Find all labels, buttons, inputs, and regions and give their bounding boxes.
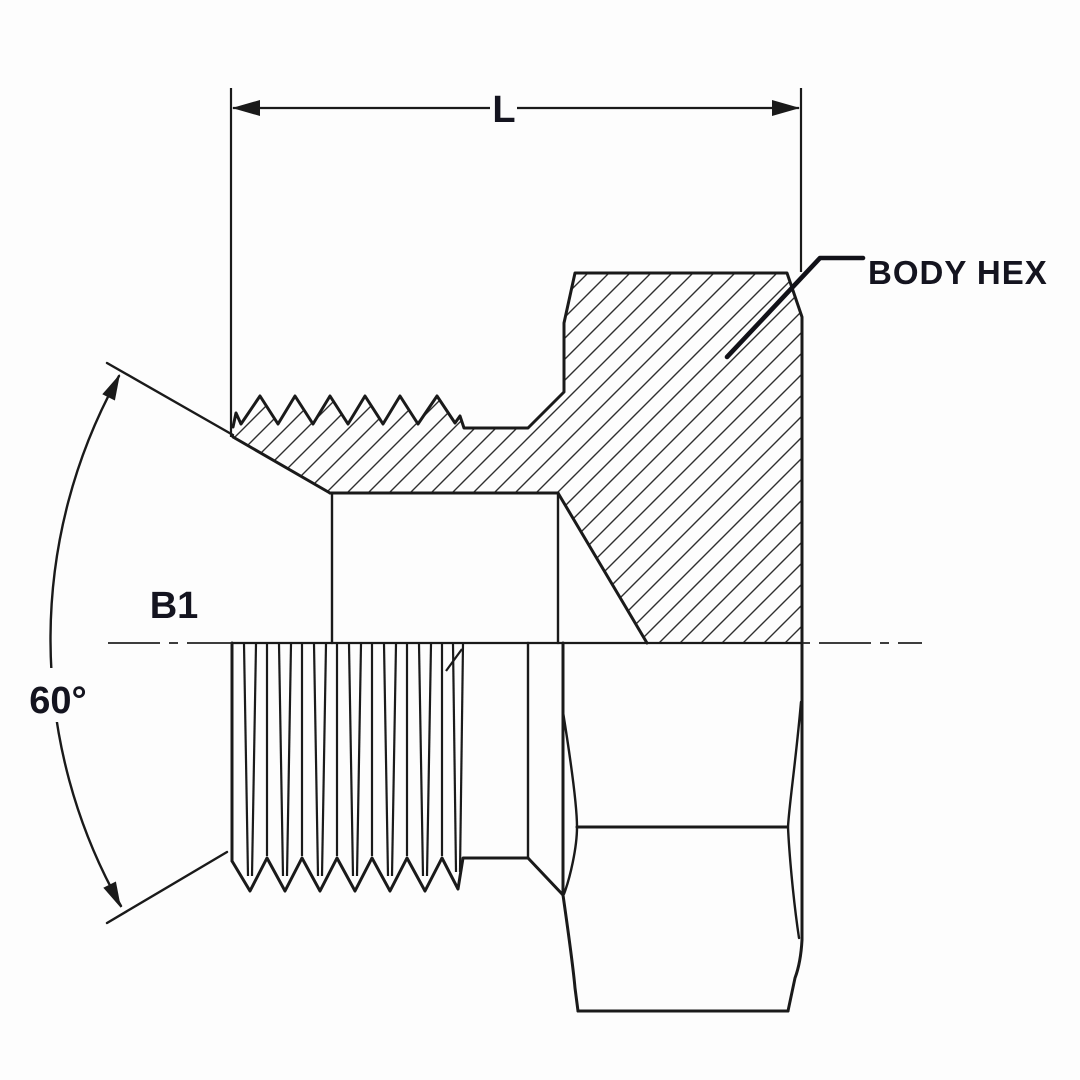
angle-arrow-bottom xyxy=(103,881,121,908)
thread-flank-line xyxy=(451,643,458,873)
thread-flank-line xyxy=(417,643,425,877)
thread-flank-line xyxy=(425,643,433,877)
body-hex-callout: BODY HEX xyxy=(724,254,1048,360)
external-view-outline xyxy=(230,641,804,1013)
external-thread-silhouette xyxy=(230,856,530,893)
cavity-cone-line xyxy=(556,491,649,645)
leader-line xyxy=(724,255,866,360)
thread-flank-line xyxy=(458,643,465,873)
thread-flank-line xyxy=(347,643,355,877)
thread-flank-line xyxy=(285,643,293,877)
shank-hex-chamfer xyxy=(526,856,565,897)
label-B1: B1 xyxy=(150,585,199,627)
hex-right-edge xyxy=(786,641,804,1013)
thread-flank-line xyxy=(320,643,328,877)
hex-front-chamfer-arc-lower xyxy=(562,825,579,896)
angle-label-mask xyxy=(22,668,94,722)
section-view-outline xyxy=(231,271,804,645)
angle-dimension-60: 60° xyxy=(22,361,235,925)
thread-flank-line xyxy=(242,643,250,877)
internal-cone-line xyxy=(231,435,332,495)
label-L: L xyxy=(492,89,515,131)
hex-front-chamfer-arc-upper xyxy=(561,710,579,829)
dimension-arrow-right xyxy=(772,100,800,116)
thread-crest-profile xyxy=(231,271,804,645)
section-hatching xyxy=(233,273,802,643)
thread-flank-line xyxy=(355,643,363,877)
hex-body-external xyxy=(561,641,804,1013)
dimension-L: L xyxy=(229,88,803,437)
thread-flank-line xyxy=(277,643,285,877)
thread-flank-line xyxy=(390,643,398,877)
label-60-degrees: 60° xyxy=(29,680,86,722)
hex-right-chamfer-arc-lower xyxy=(786,825,801,940)
thread-runout-line xyxy=(445,648,463,672)
hex-right-chamfer-arc-upper xyxy=(786,700,803,829)
hex-bottom-left-edge xyxy=(561,893,580,1013)
label-body-hex: BODY HEX xyxy=(868,254,1048,291)
angle-arc xyxy=(49,374,123,908)
thread-flank-line xyxy=(250,643,258,877)
cone-extension-line-top xyxy=(105,361,235,437)
thread-flank-line xyxy=(382,643,390,877)
dimension-arrow-left xyxy=(232,100,260,116)
thread-flank-lines xyxy=(242,643,465,877)
thread-flank-line xyxy=(312,643,320,877)
angle-arrow-top xyxy=(102,374,120,401)
cone-extension-line-bottom xyxy=(105,850,229,925)
